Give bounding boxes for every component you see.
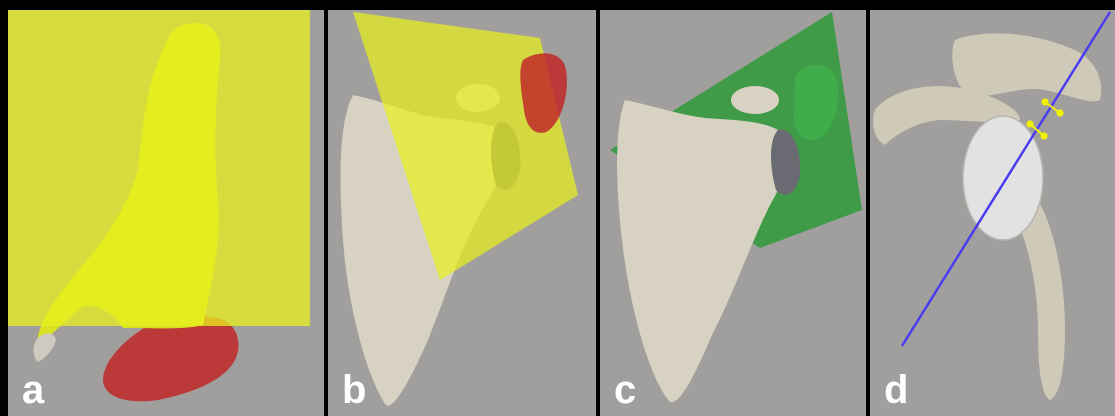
panel-d: d <box>870 10 1115 416</box>
panel-b-illustration <box>328 10 596 416</box>
panel-d-illustration <box>870 10 1115 416</box>
panel-a: a <box>8 10 324 416</box>
panel-c: c <box>600 10 866 416</box>
landmark-point <box>1040 132 1047 139</box>
landmark-point <box>1026 120 1033 127</box>
panel-d-arm-upper <box>952 33 1101 101</box>
panel-label-b: b <box>342 370 366 410</box>
panel-label-d: d <box>884 370 908 410</box>
panel-a-red-region <box>103 316 238 401</box>
landmark-point <box>1056 109 1063 116</box>
panel-c-bone <box>617 100 787 402</box>
panel-b: b <box>328 10 596 416</box>
landmark-point <box>1041 98 1048 105</box>
panel-d-glenoid <box>963 116 1043 240</box>
panel-a-plane <box>8 10 310 326</box>
panel-a-tip <box>34 333 56 362</box>
panel-c-illustration <box>600 10 866 416</box>
panel-label-c: c <box>614 370 636 410</box>
panel-c-knob <box>731 86 779 114</box>
panel-a-illustration <box>8 10 324 416</box>
panel-d-landmarks <box>1026 98 1063 139</box>
panel-label-a: a <box>22 370 44 410</box>
